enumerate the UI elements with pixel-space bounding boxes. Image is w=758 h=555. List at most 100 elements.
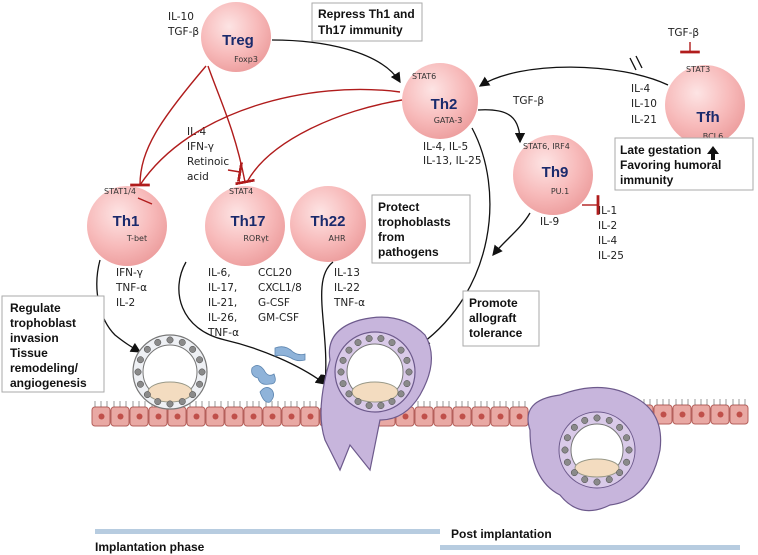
th17-cell: STAT4 Th17 RORγt bbox=[205, 186, 285, 266]
svg-text:tolerance: tolerance bbox=[469, 326, 523, 340]
trophoblast-nucleus bbox=[563, 458, 571, 466]
th1-cytokine-2: TNF-α bbox=[115, 282, 147, 294]
svg-text:Tissue: Tissue bbox=[10, 346, 48, 360]
trophoblast-nucleus bbox=[616, 469, 624, 477]
trophoblast-nucleus bbox=[166, 336, 174, 344]
nucleus bbox=[440, 413, 447, 420]
th9-cell: STAT6, IRF4 Th9 PU.1 bbox=[513, 135, 593, 215]
trophoblast-nucleus bbox=[563, 434, 571, 442]
trophoblast-nucleus bbox=[397, 390, 405, 398]
trophoblast-nucleus bbox=[154, 398, 162, 406]
implantation-phase-bar bbox=[95, 529, 440, 534]
th17-cytokine-l5: TNF-α bbox=[207, 327, 239, 339]
trophoblast-nucleus bbox=[397, 346, 405, 354]
implantation-phase-label: Implantation phase bbox=[95, 540, 205, 554]
svg-text:angiogenesis: angiogenesis bbox=[10, 376, 87, 390]
trophoblast-nucleus bbox=[339, 380, 347, 388]
regulate-box: Regulate trophoblast invasion Tissue rem… bbox=[1, 295, 105, 393]
svg-text:trophoblasts: trophoblasts bbox=[378, 215, 451, 229]
trophoblast-nucleus bbox=[593, 414, 601, 422]
up-arrow-icon bbox=[707, 146, 719, 160]
th1-marker: T-bet bbox=[126, 234, 147, 243]
trophoblast-nucleus bbox=[345, 346, 353, 354]
th17-cytokine-l1: IL-6, bbox=[208, 267, 231, 279]
nucleus bbox=[679, 411, 686, 418]
trophoblast-nucleus bbox=[616, 423, 624, 431]
th9-inhibitor-2: IL-2 bbox=[598, 220, 617, 232]
th9-name: Th9 bbox=[542, 164, 569, 181]
th17-cytokine-l2: IL-17, bbox=[208, 282, 237, 294]
th9-inhibitor-3: IL-4 bbox=[598, 235, 618, 247]
th22-marker: AHR bbox=[328, 234, 345, 243]
th22-cell: Th22 AHR bbox=[290, 186, 366, 262]
trophoblast-nucleus bbox=[405, 368, 413, 376]
blastocyst-early bbox=[132, 334, 208, 410]
trophoblast-nucleus bbox=[134, 368, 142, 376]
nucleus bbox=[193, 413, 200, 420]
trophoblast-nucleus bbox=[625, 446, 633, 454]
tfh-cytokine-1: IL-4 bbox=[631, 83, 651, 95]
trophoblast-nucleus bbox=[136, 380, 144, 388]
nucleus bbox=[250, 413, 257, 420]
protect-box: Protect trophoblasts from pathogens bbox=[371, 194, 471, 264]
nucleus bbox=[136, 413, 143, 420]
svg-text:Promote: Promote bbox=[469, 296, 518, 310]
trophoblast-nucleus bbox=[365, 402, 373, 409]
th2-cytokine-2: IL-13, IL-25 bbox=[423, 155, 482, 167]
trophoblast-nucleus bbox=[365, 335, 373, 342]
trophoblast-nucleus bbox=[337, 368, 345, 376]
repress-box: Repress Th1 and Th17 immunity bbox=[311, 2, 423, 42]
th1-name: Th1 bbox=[113, 213, 140, 230]
tfh-upper: STAT3 bbox=[686, 65, 710, 74]
th1-cytokine-3: IL-2 bbox=[116, 297, 135, 309]
th1-cell: STAT1/4 Th1 T-bet bbox=[87, 186, 167, 266]
svg-text:invasion: invasion bbox=[10, 331, 59, 345]
svg-text:Favoring humoral: Favoring humoral bbox=[620, 158, 721, 172]
interrupt-mark bbox=[629, 55, 643, 71]
th9-cytokine: IL-9 bbox=[540, 216, 559, 228]
nucleus bbox=[117, 413, 124, 420]
th9-inhibitor-4: IL-25 bbox=[598, 250, 624, 262]
nucleus bbox=[421, 413, 428, 420]
trophoblast-nucleus bbox=[354, 339, 362, 347]
trophoblast-nucleus bbox=[623, 458, 631, 466]
nucleus bbox=[660, 411, 667, 418]
trophoblast-nucleus bbox=[166, 400, 174, 408]
tfh-name: Tfh bbox=[696, 109, 719, 126]
trophoblast-nucleus bbox=[178, 398, 186, 406]
th17-cytokine-l3: IL-21, bbox=[208, 297, 237, 309]
tfh-cell: STAT3 Tfh BCL6 bbox=[665, 65, 745, 145]
svg-text:Th17 immunity: Th17 immunity bbox=[318, 23, 403, 37]
nucleus bbox=[307, 413, 314, 420]
trophoblast-nucleus bbox=[605, 476, 613, 484]
trophoblast-nucleus bbox=[561, 446, 569, 454]
tfh-cytokine-2: IL-10 bbox=[631, 98, 657, 110]
trophoblast-nucleus bbox=[143, 345, 151, 353]
trophoblast-nucleus bbox=[189, 391, 197, 399]
nucleus bbox=[402, 413, 409, 420]
th17-cytokine-l4: IL-26, bbox=[208, 312, 237, 324]
trophoblast-nucleus bbox=[388, 397, 396, 405]
pathogen-icons bbox=[251, 346, 306, 403]
th17-cytokine-r4: GM-CSF bbox=[258, 312, 299, 324]
nucleus bbox=[231, 413, 238, 420]
nucleus bbox=[459, 413, 466, 420]
trophoblast-nucleus bbox=[154, 338, 162, 346]
trophoblast-nucleus bbox=[339, 356, 347, 364]
nucleus bbox=[155, 413, 162, 420]
treg-cell: Treg Foxp3 bbox=[201, 2, 271, 72]
trophoblast-nucleus bbox=[198, 368, 206, 376]
nucleus bbox=[288, 413, 295, 420]
promote-box: Promote allograft tolerance bbox=[462, 290, 540, 347]
th9-inhibitor-1: IL-1 bbox=[598, 205, 617, 217]
epithelium-left bbox=[91, 401, 529, 427]
tfh-marker: BCL6 bbox=[703, 132, 723, 141]
trophoblast-nucleus bbox=[581, 476, 589, 484]
svg-text:immunity: immunity bbox=[620, 173, 674, 187]
trophoblast-nucleus bbox=[377, 335, 385, 342]
th22-cytokine-1: IL-13 bbox=[334, 267, 360, 279]
trophoblast-nucleus bbox=[623, 434, 631, 442]
treg-name: Treg bbox=[222, 32, 254, 49]
treg-cytokine-1: IL-10 bbox=[168, 11, 194, 23]
blastocyst-invading bbox=[320, 316, 433, 472]
